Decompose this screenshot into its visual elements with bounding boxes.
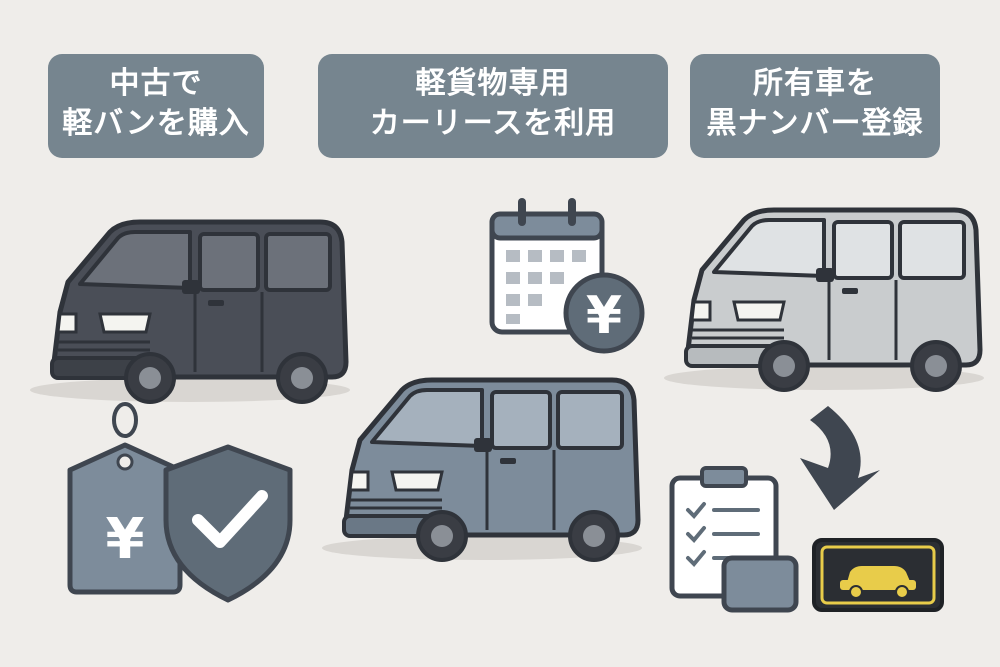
shield-check-icon [163,444,293,603]
price-tag-icon: ¥ [67,402,183,595]
option-label-line: 軽バンを購入 [62,106,250,141]
document-card-icon [721,555,799,613]
option-label-line: 中古で [109,66,203,101]
blue-van-icon [322,380,642,560]
coin-symbol: ¥ [586,286,622,346]
option-label-line: 所有車を [753,66,877,101]
option-label-line: 軽貨物専用 [415,66,571,101]
curved-arrow-icon [800,406,880,510]
option-label-lease: 軽貨物専用 カーリースを利用 [318,54,668,158]
yen-coin-icon: ¥ [563,272,645,354]
dark-van-icon [30,222,350,402]
light-van-icon [664,210,984,390]
price-tag-symbol: ¥ [106,507,145,572]
option-label-used-van: 中古で 軽バンを購入 [48,54,264,158]
option-label-line: 黒ナンバー登録 [706,106,924,141]
option-label-line: カーリースを利用 [369,106,617,141]
option-label-black-plate: 所有車を 黒ナンバー登録 [690,54,940,158]
black-plate-car-icon [812,538,944,612]
